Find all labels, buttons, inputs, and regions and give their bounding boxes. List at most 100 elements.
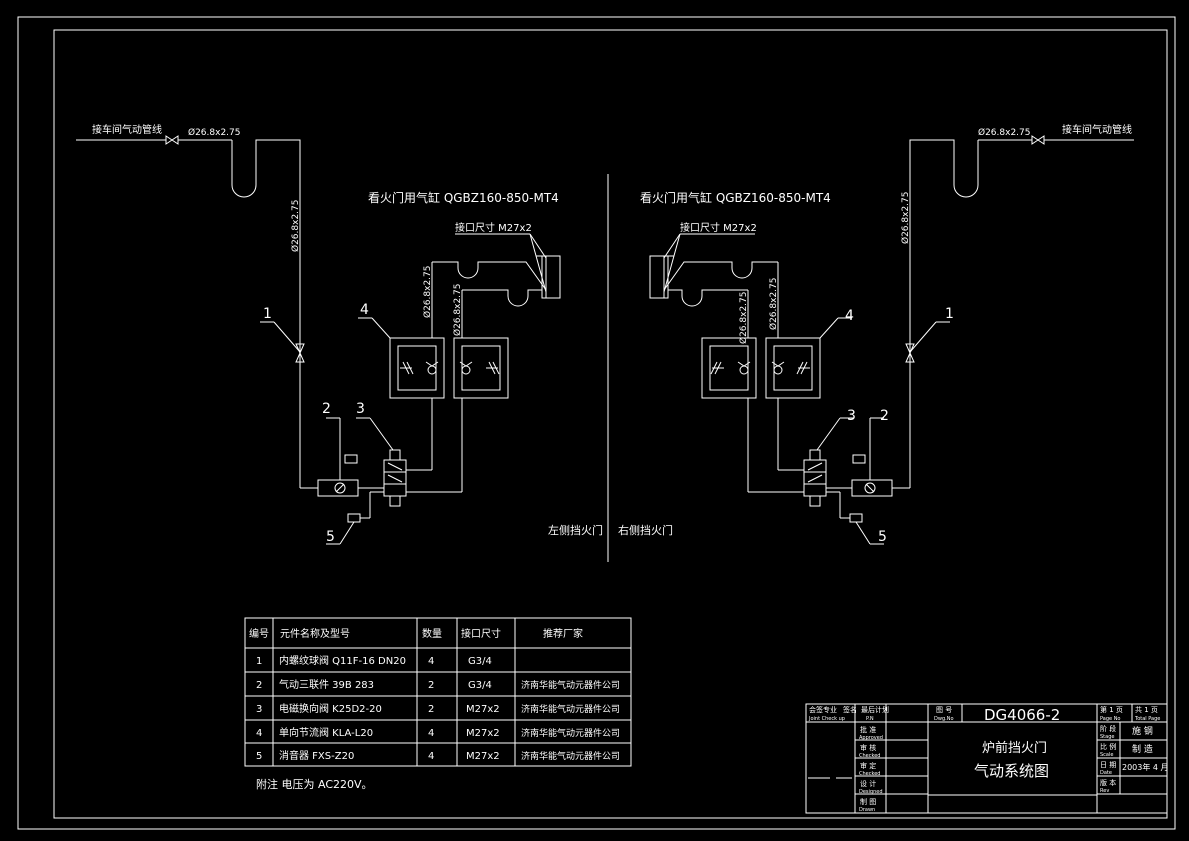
table-row: 2 气动三联件 39B 283 2 G3/4 济南华能气动元器件公司 bbox=[256, 678, 620, 691]
dept-sub: Joint Check up bbox=[808, 716, 845, 722]
sign-row-cn: 设 计 bbox=[860, 779, 876, 788]
table-cell-maker: 济南华能气动元器件公司 bbox=[521, 750, 620, 762]
table-cell-name: 消音器 FXS-Z20 bbox=[279, 749, 354, 762]
scale-sub: Scale bbox=[1100, 752, 1113, 758]
table-cell-maker: 济南华能气动元器件公司 bbox=[521, 703, 620, 715]
left-pipe-spec-a: Ø26.8x2.75 bbox=[422, 266, 433, 319]
right-pipe-spec-top: Ø26.8x2.75 bbox=[978, 127, 1031, 138]
sign-row-cn: 制 图 bbox=[860, 797, 876, 806]
table-cell-name: 气动三联件 39B 283 bbox=[279, 678, 374, 691]
right-port-size: 接口尺寸 M27x2 bbox=[680, 221, 757, 234]
table-note: 附注 电压为 AC220V。 bbox=[256, 777, 373, 791]
sign-row-en: Checked bbox=[859, 753, 880, 759]
total-label: 共 1 页 bbox=[1135, 705, 1158, 714]
table-row: 1 内螺纹球阀 Q11F-16 DN20 4 G3/4 bbox=[256, 654, 492, 667]
left-side-label: 左侧挡火门 bbox=[548, 523, 603, 537]
table-cell-port: G3/4 bbox=[468, 656, 492, 667]
table-header-qty: 数量 bbox=[422, 627, 442, 640]
sign-row-cn: 审 核 bbox=[860, 743, 876, 752]
table-cell-no: 5 bbox=[256, 751, 262, 762]
table-header-name: 元件名称及型号 bbox=[280, 627, 350, 640]
right-supply-label: 接车间气动管线 bbox=[1062, 123, 1132, 136]
table-cell-qty: 2 bbox=[428, 704, 434, 715]
right-pipe-spec-b: Ø26.8x2.75 bbox=[768, 278, 779, 331]
outer-border bbox=[17, 16, 1176, 830]
drawing-title-line2: 气动系统图 bbox=[974, 762, 1049, 780]
sign-row-en: Drawn bbox=[859, 807, 875, 813]
right-callout-5: 5 bbox=[878, 529, 887, 545]
dept-label: 会签专业 bbox=[809, 705, 837, 714]
date-value: 2003年 4 月 bbox=[1122, 762, 1169, 772]
signer-label: 签名 bbox=[843, 705, 857, 714]
left-supply-valve-icon bbox=[165, 135, 179, 145]
sign-row-cn: 批 准 bbox=[860, 725, 876, 734]
left-callout-3: 3 bbox=[356, 401, 365, 417]
total-sub: Total Page bbox=[1134, 716, 1160, 722]
rev-sub: P.N bbox=[866, 716, 874, 722]
left-pipe-spec-vertical: Ø26.8x2.75 bbox=[290, 200, 301, 253]
rev2-sub: Rev bbox=[1100, 788, 1109, 794]
left-system: 接车间气动管线 Ø26.8x2.75 Ø26.8x2.75 1 2 bbox=[76, 123, 603, 545]
drawing-no-sub: Dwg.No bbox=[934, 716, 954, 722]
left-callout-2: 2 bbox=[322, 401, 331, 417]
table-cell-port: M27x2 bbox=[466, 751, 500, 762]
table-cell-qty: 4 bbox=[428, 751, 434, 762]
left-frl-unit-icon bbox=[317, 479, 359, 497]
right-pipe-spec-vertical: Ø26.8x2.75 bbox=[900, 192, 911, 245]
table-header-port: 接口尺寸 bbox=[461, 627, 501, 640]
left-pipe-spec-b: Ø26.8x2.75 bbox=[452, 284, 463, 337]
scale-value: 制 造 bbox=[1132, 743, 1153, 755]
table-header-maker: 推荐厂家 bbox=[543, 627, 583, 640]
table-cell-no: 3 bbox=[256, 704, 262, 715]
table-cell-name: 内螺纹球阀 Q11F-16 DN20 bbox=[279, 654, 406, 667]
right-callout-1: 1 bbox=[945, 306, 954, 322]
right-system-labels: 接车间气动管线 Ø26.8x2.75 Ø26.8x2.75 1 2 3 4 5 … bbox=[618, 123, 1132, 545]
rev-label: 最后计划 bbox=[861, 705, 889, 714]
date-label: 日 期 bbox=[1100, 761, 1116, 769]
sign-row-en: Designed bbox=[859, 789, 883, 795]
left-supply-label: 接车间气动管线 bbox=[92, 123, 162, 136]
sign-row-en: Checked bbox=[859, 771, 880, 777]
left-flow-control-a-icon bbox=[389, 337, 445, 399]
page-sub: Page No bbox=[1100, 716, 1121, 722]
table-cell-qty: 4 bbox=[428, 728, 434, 739]
stage-sub: Stage bbox=[1100, 734, 1114, 740]
stage-value: 施 钢 bbox=[1132, 725, 1153, 737]
drawing-title-line1: 炉前挡火门 bbox=[982, 740, 1047, 756]
left-flow-control-b-icon bbox=[453, 337, 509, 399]
table-row: 4 单向节流阀 KLA-L20 4 M27x2 济南华能气动元器件公司 bbox=[256, 726, 620, 739]
inner-border bbox=[53, 29, 1168, 819]
table-cell-no: 4 bbox=[256, 728, 262, 739]
drawing-no: DG4066-2 bbox=[984, 706, 1060, 724]
right-callout-4: 4 bbox=[845, 308, 854, 324]
table-cell-name: 电磁换向阀 K25D2-20 bbox=[279, 702, 382, 715]
left-muffler-icon bbox=[347, 513, 361, 523]
scale-label: 比 例 bbox=[1100, 742, 1116, 751]
table-row: 5 消音器 FXS-Z20 4 M27x2 济南华能气动元器件公司 bbox=[256, 749, 620, 762]
left-pipe-spec-top: Ø26.8x2.75 bbox=[188, 127, 241, 138]
table-cell-qty: 2 bbox=[428, 680, 434, 691]
sign-row-en: Approved bbox=[859, 735, 883, 741]
table-row: 3 电磁换向阀 K25D2-20 2 M27x2 济南华能气动元器件公司 bbox=[256, 702, 620, 715]
drawing-no-label: 图 号 bbox=[936, 706, 952, 714]
table-cell-port: M27x2 bbox=[466, 704, 500, 715]
right-cylinder-title: 看火门用气缸 QGBZ160-850-MT4 bbox=[640, 190, 831, 205]
sign-row-cn: 审 定 bbox=[860, 761, 876, 770]
page-label: 第 1 页 bbox=[1100, 705, 1123, 714]
table-cell-qty: 4 bbox=[428, 656, 434, 667]
rev2-label: 版 本 bbox=[1100, 778, 1116, 787]
table-cell-port: M27x2 bbox=[466, 728, 500, 739]
title-block: 会签专业 Joint Check up 签名 最后计划 P.N 批 准 Appr… bbox=[805, 703, 1169, 814]
table-cell-no: 1 bbox=[256, 656, 262, 667]
table-cell-no: 2 bbox=[256, 680, 262, 691]
table-cell-port: G3/4 bbox=[468, 680, 492, 691]
table-cell-maker: 济南华能气动元器件公司 bbox=[521, 727, 620, 739]
table-cell-name: 单向节流阀 KLA-L20 bbox=[279, 726, 373, 739]
left-callout-4: 4 bbox=[360, 302, 369, 318]
left-ball-valve-icon bbox=[295, 343, 305, 363]
left-callout-5: 5 bbox=[326, 529, 335, 545]
right-callout-3: 3 bbox=[847, 408, 856, 424]
right-side-label: 右侧挡火门 bbox=[618, 523, 673, 537]
right-pipe-spec-a: Ø26.8x2.75 bbox=[738, 292, 749, 345]
